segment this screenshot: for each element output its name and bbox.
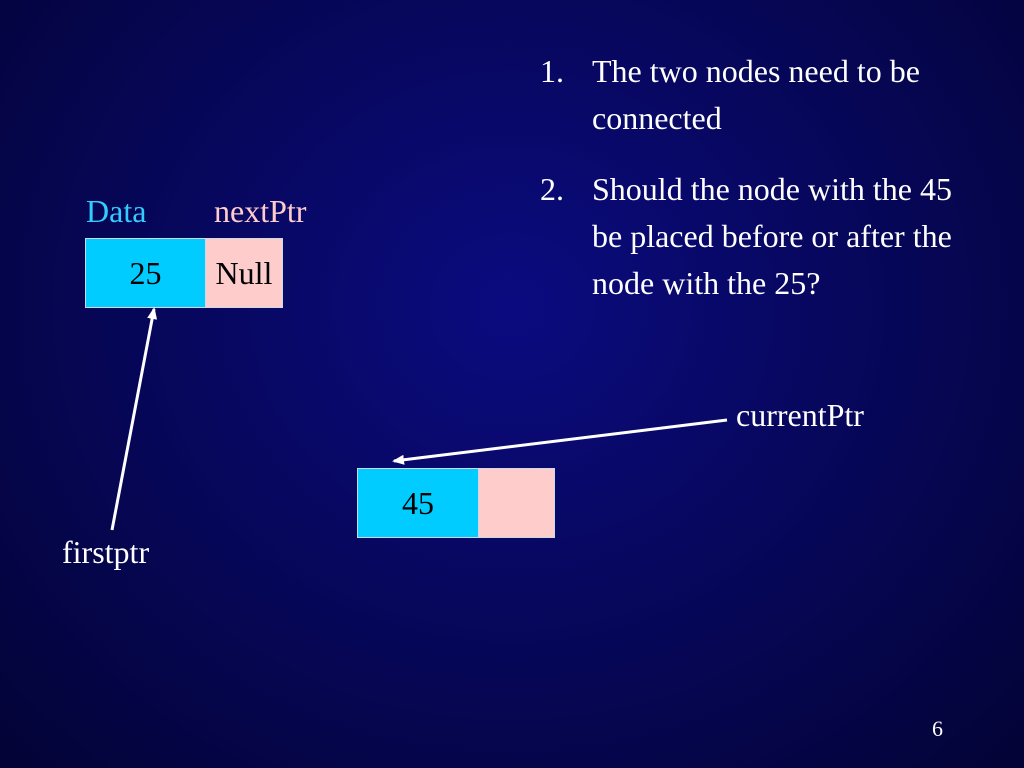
- current-pointer-arrow: [392, 418, 728, 465]
- node-next-pointer-cell: Null: [205, 239, 282, 307]
- node-45: 45: [357, 468, 555, 538]
- node-data-cell: 25: [86, 239, 205, 307]
- node-data-cell: 45: [358, 469, 478, 537]
- node-next-pointer-cell: [478, 469, 554, 537]
- list-item-number: 2.: [540, 171, 564, 207]
- next-pointer-header-label: nextPtr: [214, 193, 307, 229]
- list-item-text: The two nodes need to be connected: [592, 53, 920, 136]
- node-25: 25 Null: [85, 238, 283, 308]
- first-pointer-label: firstptr: [62, 534, 150, 570]
- data-header-label: Data: [86, 193, 147, 229]
- current-pointer-label: currentPtr: [736, 397, 864, 433]
- list-item-text: Should the node with the 45 be placed be…: [592, 171, 952, 301]
- instruction-list: 1. The two nodes need to be connected 2.…: [540, 48, 980, 331]
- list-item-number: 1.: [540, 53, 564, 89]
- list-item: 1. The two nodes need to be connected: [540, 48, 980, 142]
- first-pointer-arrow: [110, 307, 158, 531]
- list-item: 2. Should the node with the 45 be placed…: [540, 166, 980, 307]
- page-number: 6: [932, 716, 943, 741]
